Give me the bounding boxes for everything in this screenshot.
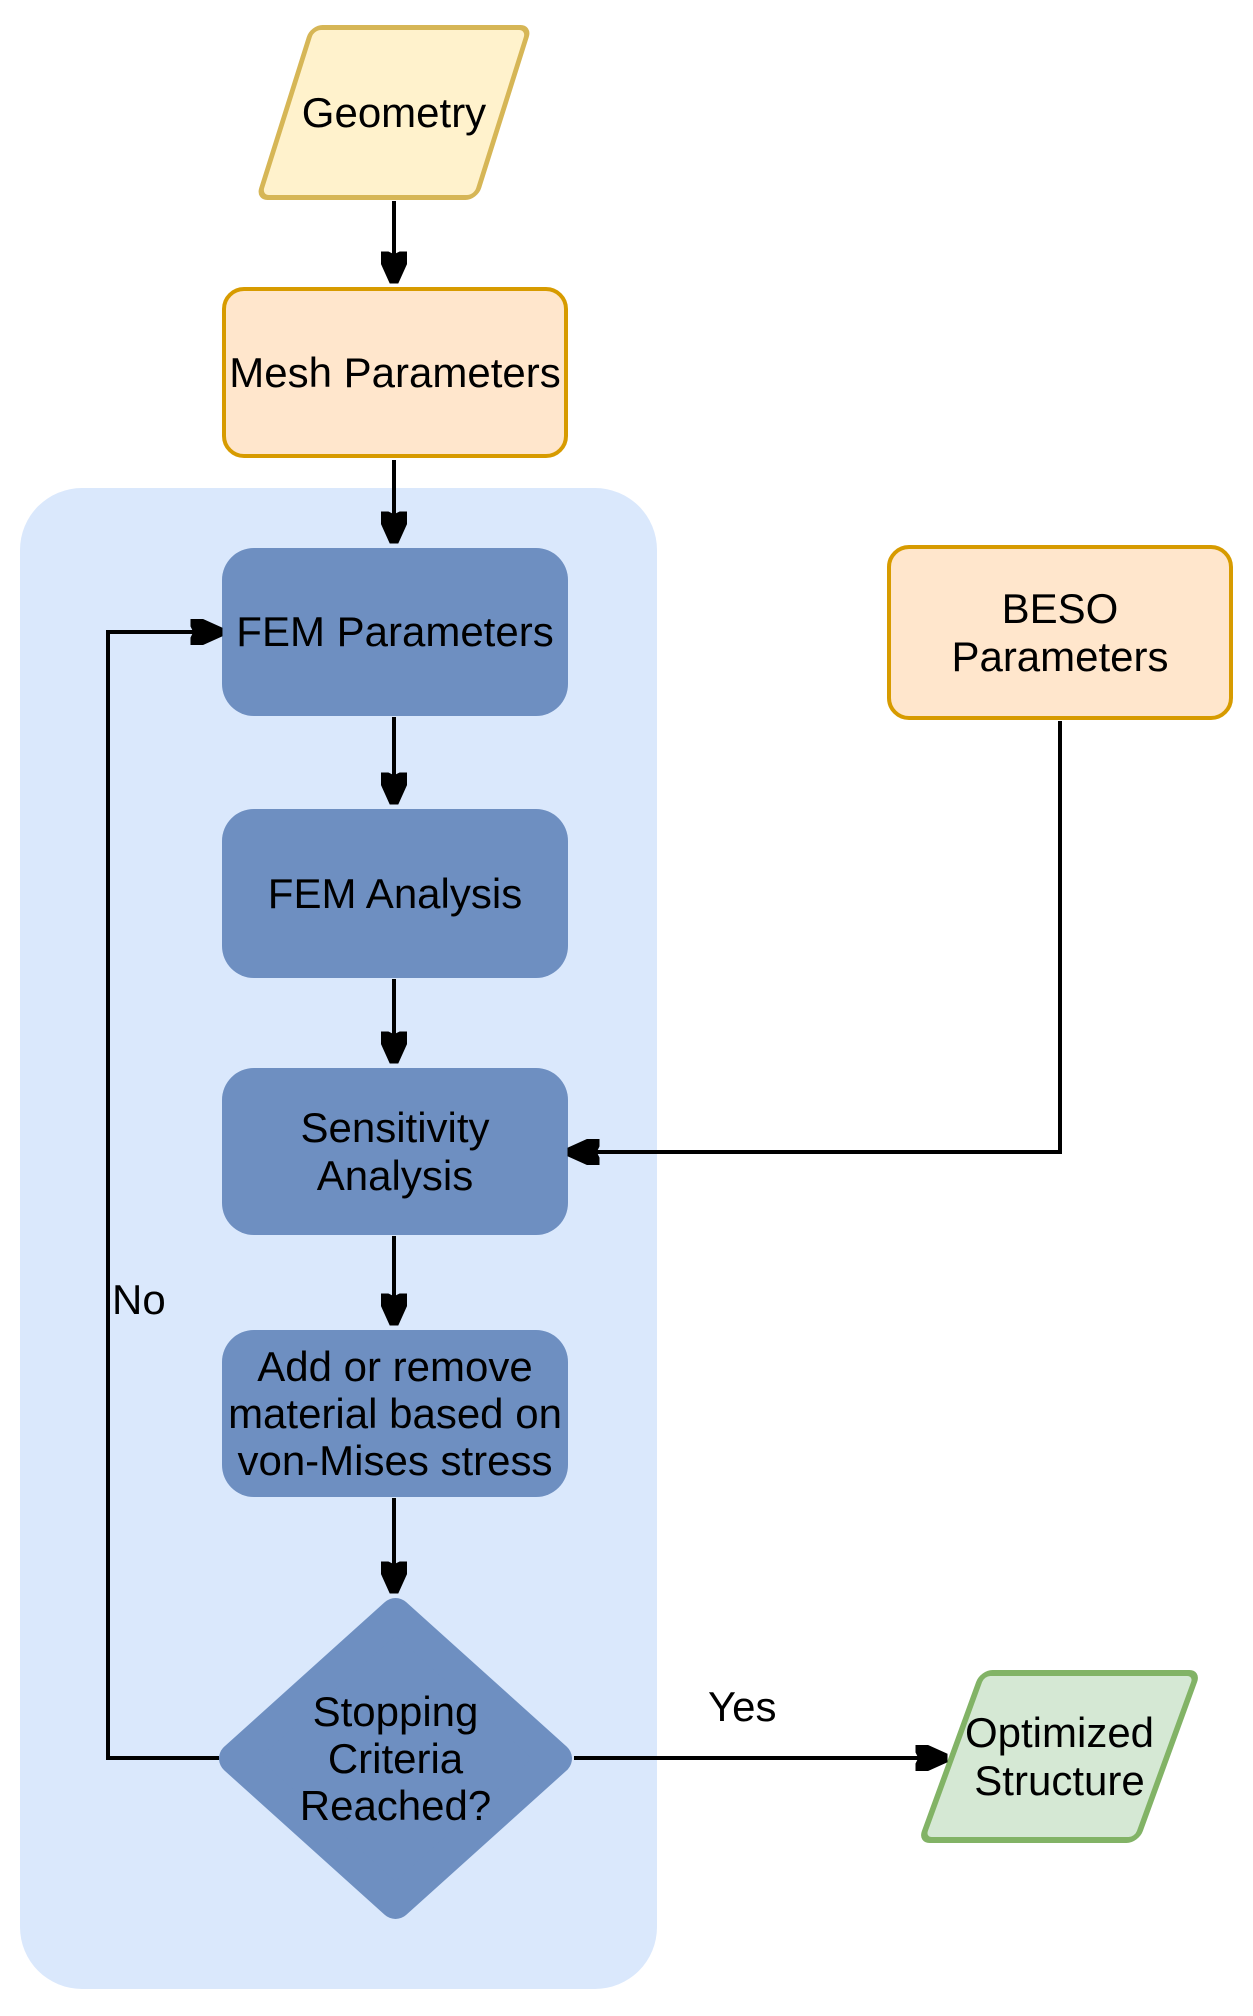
sensitivity-analysis-label: Sensitivity Analysis	[300, 1104, 490, 1199]
stopping-criteria-diamond-shape	[219, 1598, 572, 1919]
edge-label-no: No	[112, 1276, 166, 1323]
stopping-criteria-label: Stopping Criteria Reached?	[299, 1687, 492, 1830]
node-beso-parameters: BESO Parameters	[887, 545, 1233, 720]
node-optimized-structure: Optimized Structure	[917, 1670, 1202, 1843]
add-remove-material-label: Add or remove material based on von-Mise…	[228, 1342, 562, 1485]
node-geometry: Geometry	[255, 25, 533, 200]
node-fem-parameters: FEM Parameters	[222, 548, 568, 716]
node-add-remove-material: Add or remove material based on von-Mise…	[222, 1330, 568, 1497]
node-stopping-criteria: Stopping Criteria Reached?	[218, 1597, 573, 1920]
fem-analysis-label: FEM Analysis	[267, 869, 523, 917]
beso-parameters-label: BESO Parameters	[951, 585, 1169, 680]
edge-label-yes: Yes	[708, 1683, 777, 1730]
node-sensitivity-analysis: Sensitivity Analysis	[222, 1068, 568, 1235]
fem-parameters-label: FEM Parameters	[236, 608, 554, 656]
node-mesh-parameters: Mesh Parameters	[222, 287, 568, 458]
node-fem-analysis: FEM Analysis	[222, 809, 568, 978]
geometry-label: Geometry	[301, 88, 487, 136]
optimized-structure-label: Optimized Structure	[964, 1709, 1155, 1804]
mesh-parameters-label: Mesh Parameters	[229, 348, 561, 396]
